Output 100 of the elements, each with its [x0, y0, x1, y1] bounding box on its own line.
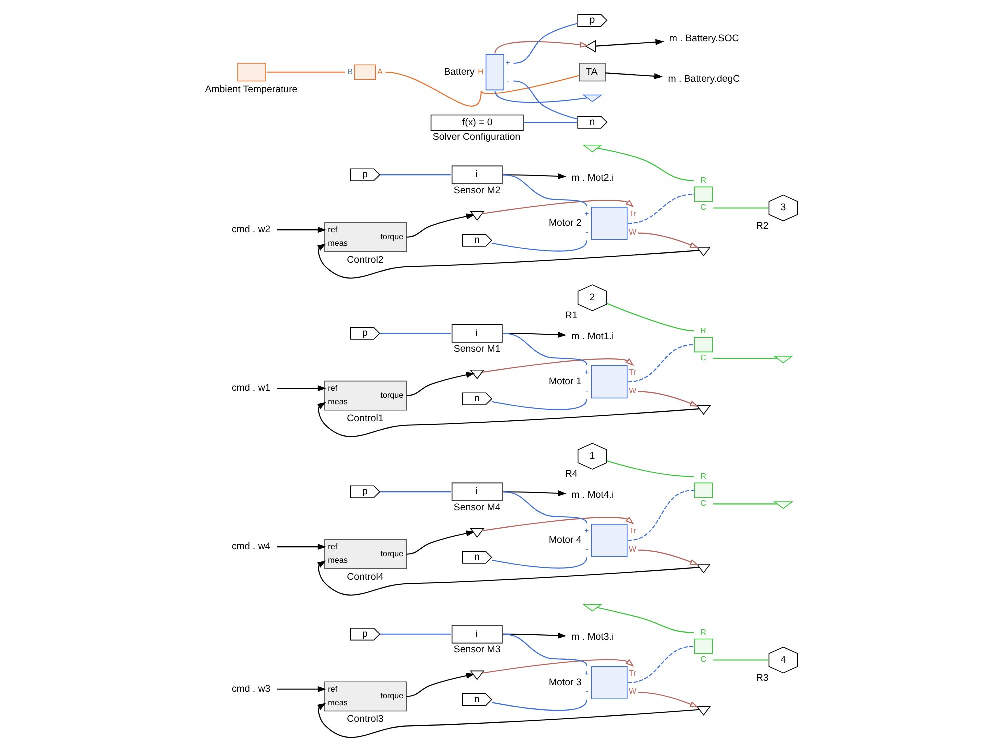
node-box: TA	[578, 63, 606, 82]
node-label: Motor 1	[548, 376, 582, 388]
node-label: Ambient Temperature	[204, 84, 298, 96]
node-ground	[582, 94, 602, 102]
node-text: m . Mot1.i	[571, 331, 614, 342]
node-ground	[582, 604, 602, 612]
node-text: cmd . w4	[231, 542, 270, 553]
node-label: Control3	[346, 714, 384, 726]
connector	[380, 174, 451, 176]
node-label: Tr	[628, 669, 636, 678]
connector	[713, 660, 769, 661]
arrow	[482, 516, 634, 532]
node-label: R4	[564, 469, 578, 480]
node-label: R	[700, 628, 706, 638]
node-triangle	[470, 528, 484, 538]
node-label: Motor 3	[548, 677, 582, 688]
node-label: R2	[756, 220, 768, 232]
connector	[491, 700, 587, 712]
node-label: -	[585, 544, 588, 554]
connector	[522, 122, 578, 124]
node-label: Tr	[628, 368, 636, 378]
node-triangle	[584, 40, 596, 53]
node-triangle	[470, 370, 484, 380]
connector	[385, 72, 482, 107]
arrow	[316, 244, 700, 279]
node-triangle	[696, 406, 711, 416]
node-triangle	[470, 211, 484, 222]
node-text: cmd . w1	[231, 383, 270, 394]
connector	[513, 80, 578, 120]
node-label: R	[700, 326, 706, 336]
connector	[494, 90, 587, 104]
node-label: W	[628, 687, 636, 696]
node-label: B	[347, 67, 352, 76]
arrow	[494, 41, 588, 54]
arrow	[276, 227, 326, 234]
connector	[628, 646, 694, 684]
arrow	[482, 200, 634, 215]
node-label: Control2	[346, 254, 384, 266]
node-label: Tr	[628, 526, 636, 536]
connector	[628, 194, 694, 224]
node-box: i	[451, 166, 502, 184]
node-ground	[772, 356, 794, 364]
arrow	[406, 214, 474, 238]
node-ground	[582, 144, 602, 153]
connector	[713, 504, 777, 505]
node-label: -	[585, 687, 588, 696]
connector	[502, 634, 587, 666]
node-label: C	[700, 202, 706, 212]
node-label: Sensor M4	[453, 502, 500, 514]
node-text: m . Battery.degC	[668, 74, 740, 86]
connector	[606, 303, 694, 332]
node-text: m . Mot2.i	[571, 172, 614, 184]
arrow	[276, 686, 326, 692]
node-label: -	[506, 76, 510, 86]
node-text: m . Mot4.i	[571, 490, 614, 501]
connector	[266, 72, 345, 73]
node-label: R3	[756, 672, 768, 684]
arrow	[316, 703, 700, 738]
arrow	[406, 673, 474, 698]
connector	[597, 148, 694, 182]
arrow	[638, 550, 698, 566]
arrow	[482, 659, 634, 674]
node-label: C	[700, 654, 706, 664]
node-label: A	[377, 67, 382, 76]
node-triangle	[696, 564, 711, 574]
arrow	[638, 232, 698, 248]
node-label: Solver Configuration	[432, 132, 520, 143]
node-label: R	[700, 176, 706, 186]
node-triangle	[470, 670, 484, 680]
node-label: W	[628, 544, 636, 554]
node-box: f(x) = 0	[430, 114, 524, 131]
node-triangle	[696, 247, 711, 257]
node-label: Battery	[444, 66, 474, 78]
node-label: Sensor M2	[453, 185, 500, 196]
connector	[713, 358, 777, 360]
node-label: Motor 2	[548, 218, 582, 230]
arrow	[316, 402, 700, 438]
node-text: cmd . w2	[231, 224, 270, 236]
node-box: i	[451, 482, 502, 502]
node-label: W	[628, 386, 636, 396]
arrow	[406, 372, 474, 396]
node-label: W	[628, 228, 636, 237]
node-text: m . Battery.SOC	[668, 34, 739, 45]
node-label: Control4	[346, 572, 384, 583]
node-label: C	[700, 498, 706, 508]
arrow	[638, 692, 698, 708]
connector	[502, 333, 587, 366]
connector	[502, 174, 587, 207]
arrow	[638, 391, 698, 407]
connector	[502, 492, 587, 524]
connector	[380, 634, 451, 635]
arrow	[276, 544, 326, 550]
connector	[628, 344, 694, 383]
arrow	[276, 386, 326, 392]
node-label: Sensor M3	[453, 644, 500, 656]
node-label: C	[700, 353, 706, 362]
connector	[380, 333, 451, 334]
connector	[380, 492, 451, 493]
node-label: -	[585, 228, 588, 237]
node-label: Control1	[346, 413, 384, 424]
